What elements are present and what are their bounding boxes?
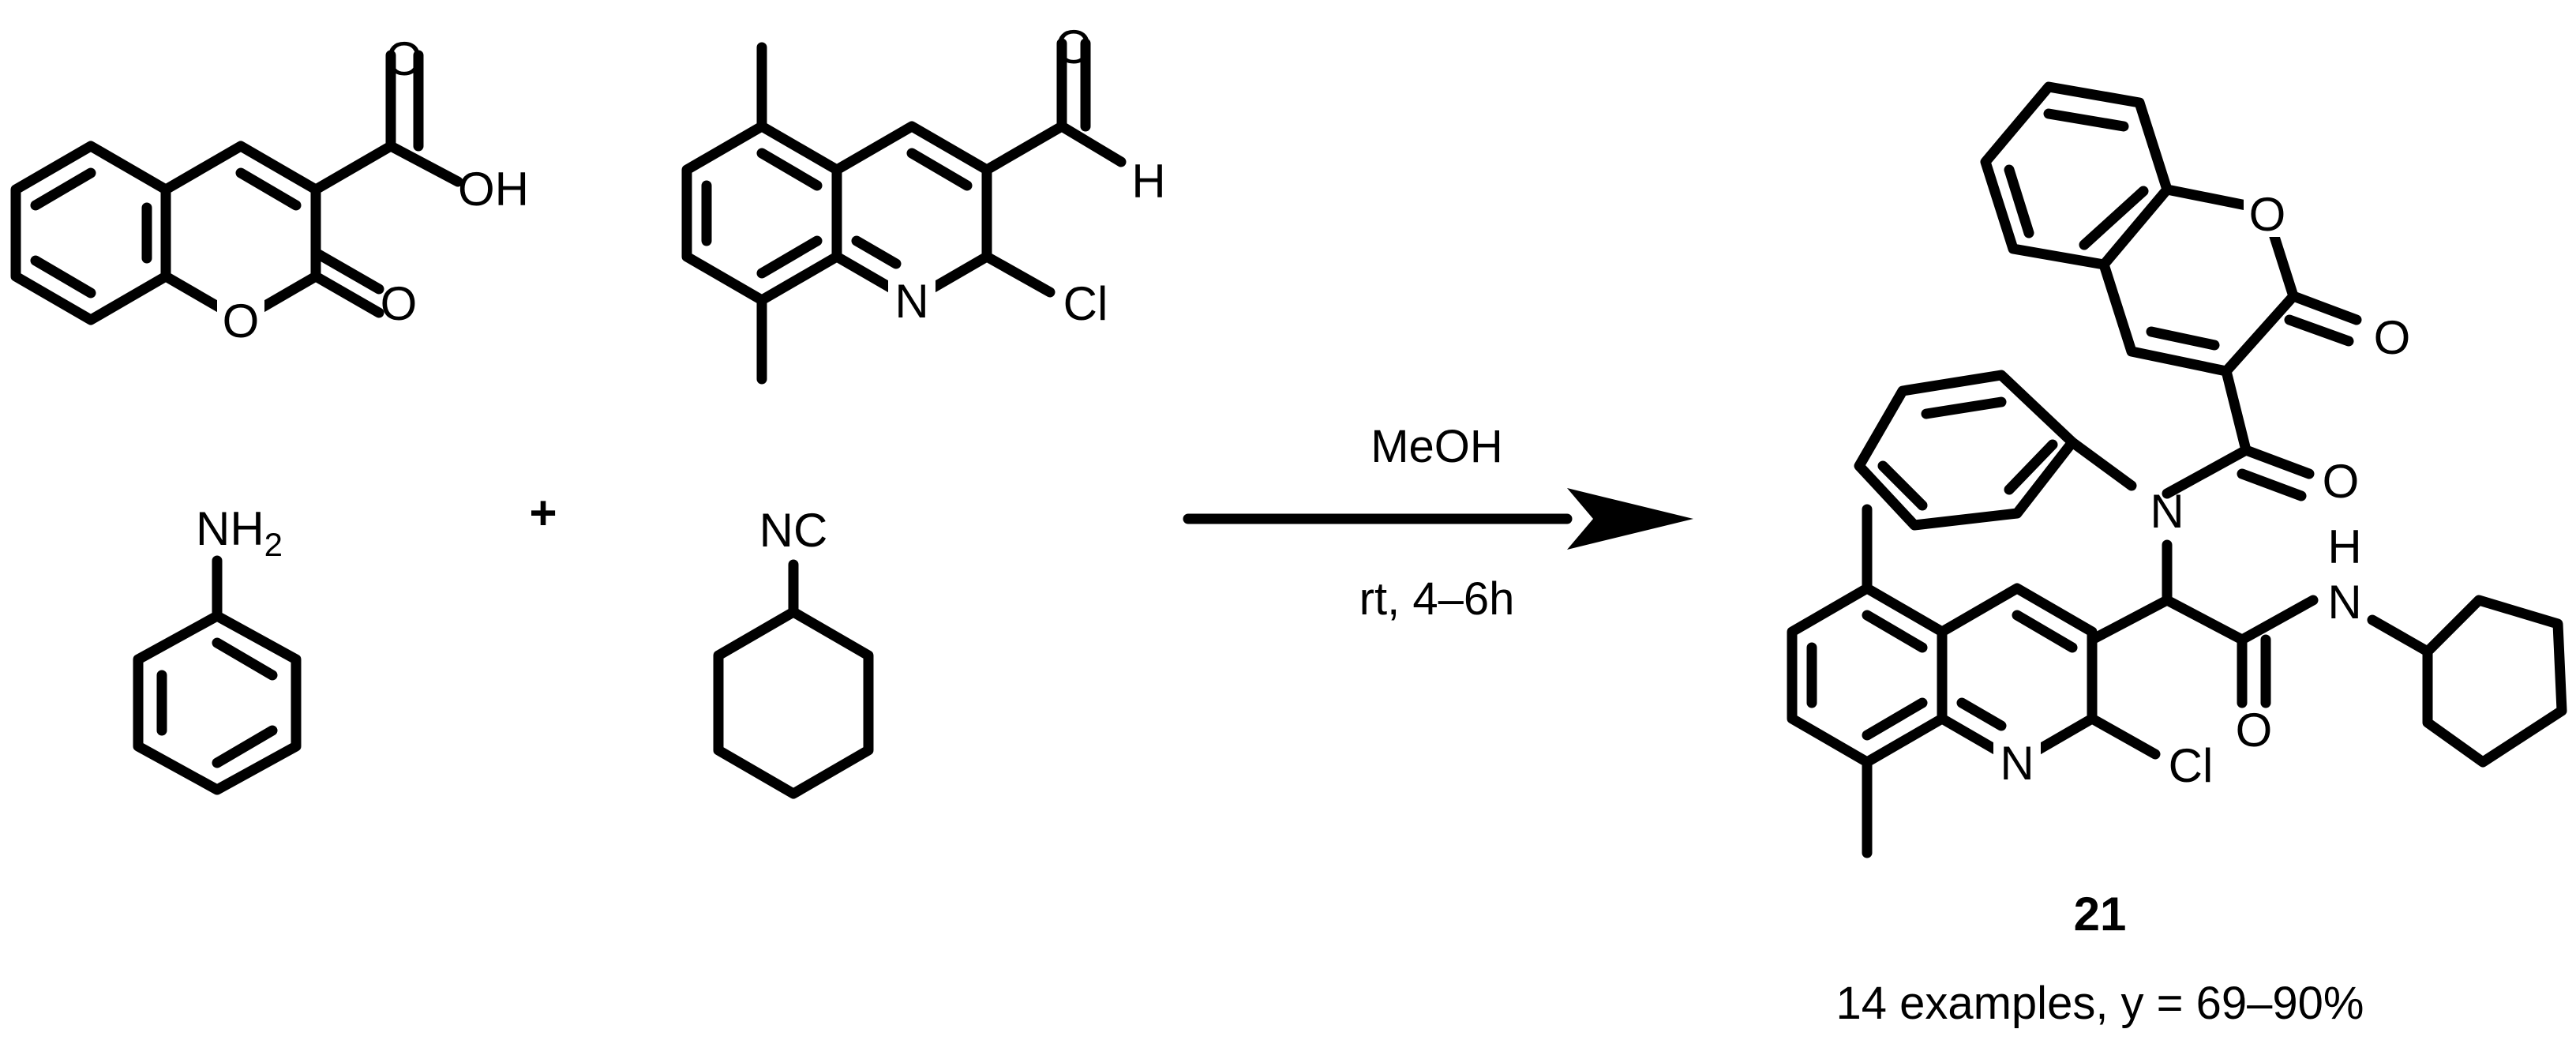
quinoline-aldehyde: N O H Cl [681,21,1166,385]
coumarin-carboxylic-acid: O O O OH [10,32,529,347]
plus-sign: + [529,486,557,539]
product-nh-hydrogen: H [2327,520,2361,573]
product-nh-nitrogen: N [2327,576,2361,629]
aldehyde-oxygen: O [1056,21,1093,73]
product-amide-oxygen-1: O [2323,455,2360,508]
acid-hydroxyl: OH [458,163,529,216]
aniline: NH2 [133,502,302,795]
amine-group: NH2 [196,502,283,563]
acid-carbonyl-oxygen: O [386,32,423,85]
product-compound-number: 21 [2074,888,2127,941]
isocyanide-group: NC [759,504,828,557]
arrow-condition-time: rt, 4–6h [1359,573,1515,625]
product-coumarin-oxygen: O [2249,188,2286,241]
product-lactone-oxygen: O [2374,311,2411,364]
aldehyde-hydrogen: H [1131,155,1165,208]
product-amide-oxygen-2: O [2236,704,2273,757]
product-yield-caption: 14 examples, y = 69–90% [1835,978,2364,1029]
cyclohexyl-isocyanide: NC [713,504,874,799]
acid-lactone-oxygen: O [381,277,418,330]
product-amide-nitrogen: N [2150,485,2184,538]
acid-ring-oxygen: O [223,295,260,347]
product-21: O O O N O N H N Cl 21 14 examples, y = 6 [1787,81,2567,1029]
reaction-arrow: MeOH rt, 4–6h [1183,421,1693,625]
product-chlorine: Cl [2169,739,2214,792]
arrow-condition-solvent: MeOH [1370,421,1503,472]
product-quinoline-nitrogen: N [2000,737,2034,790]
quinoline-chlorine: Cl [1063,277,1108,330]
quinoline-nitrogen: N [894,275,928,328]
